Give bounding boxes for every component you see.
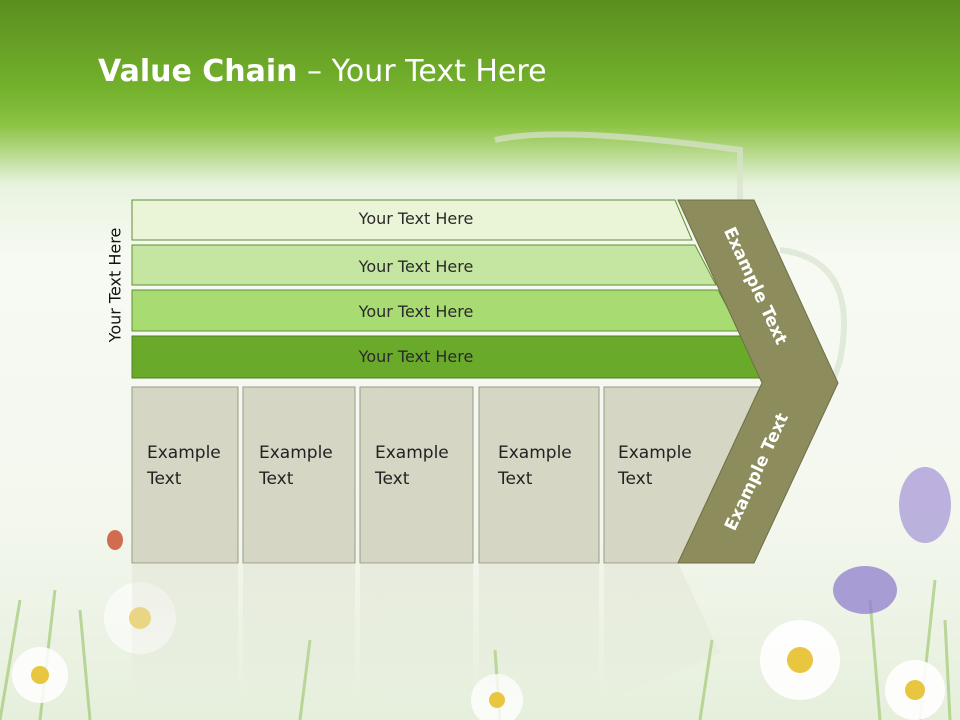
bar-2: [131, 244, 717, 286]
bar-1-label: Your Text Here: [358, 209, 474, 228]
chevron-arrow: [677, 199, 839, 564]
bar-2-label: Your Text Here: [358, 257, 474, 276]
box-1: [131, 386, 239, 564]
box-3: [359, 386, 474, 564]
bar-4-label: Your Text Here: [358, 347, 474, 366]
reflection-shapes: [132, 563, 720, 703]
bar-1: [131, 199, 693, 241]
box-2: [242, 386, 356, 564]
ladybug-icon: [107, 530, 123, 550]
page-title: Value Chain – Your Text Here: [98, 54, 547, 89]
box-4: [478, 386, 600, 564]
diagram-reflection: [0, 563, 960, 720]
bar-3-label: Your Text Here: [358, 302, 474, 321]
crocus-icon: [833, 467, 951, 614]
